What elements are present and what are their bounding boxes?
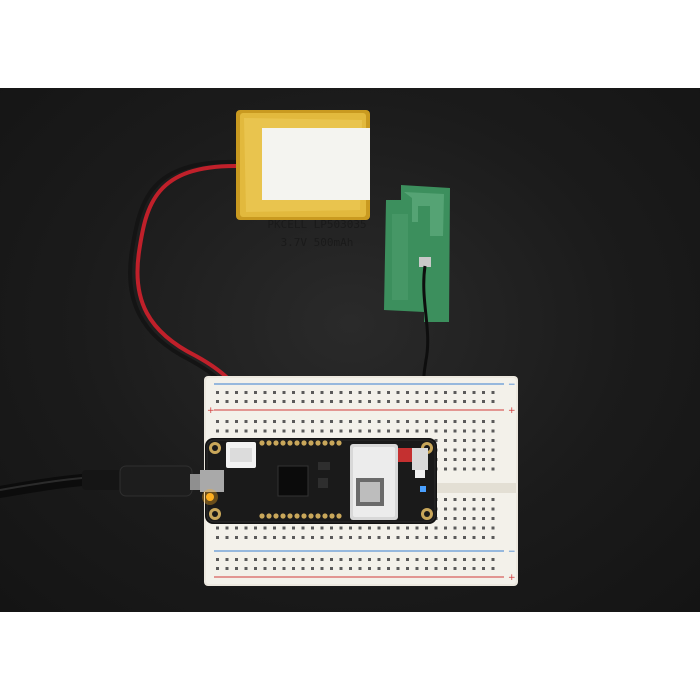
battery-spec-text: 3.7V 500mAh [280,236,354,249]
svg-text:+: + [508,406,516,416]
battery-brand-text: PKCELL LP503035 [267,218,367,231]
svg-text:−: − [508,380,516,390]
svg-text:−: − [508,547,516,557]
battery-label: PKCELL LP503035 3.7V 500mAh [262,216,372,286]
svg-text:+: + [207,406,215,416]
lipo-battery [236,110,370,220]
usb-cable [0,465,210,498]
product-photo: − + + − + [0,88,700,612]
feather-board [200,438,437,524]
svg-text:+: + [508,573,516,583]
